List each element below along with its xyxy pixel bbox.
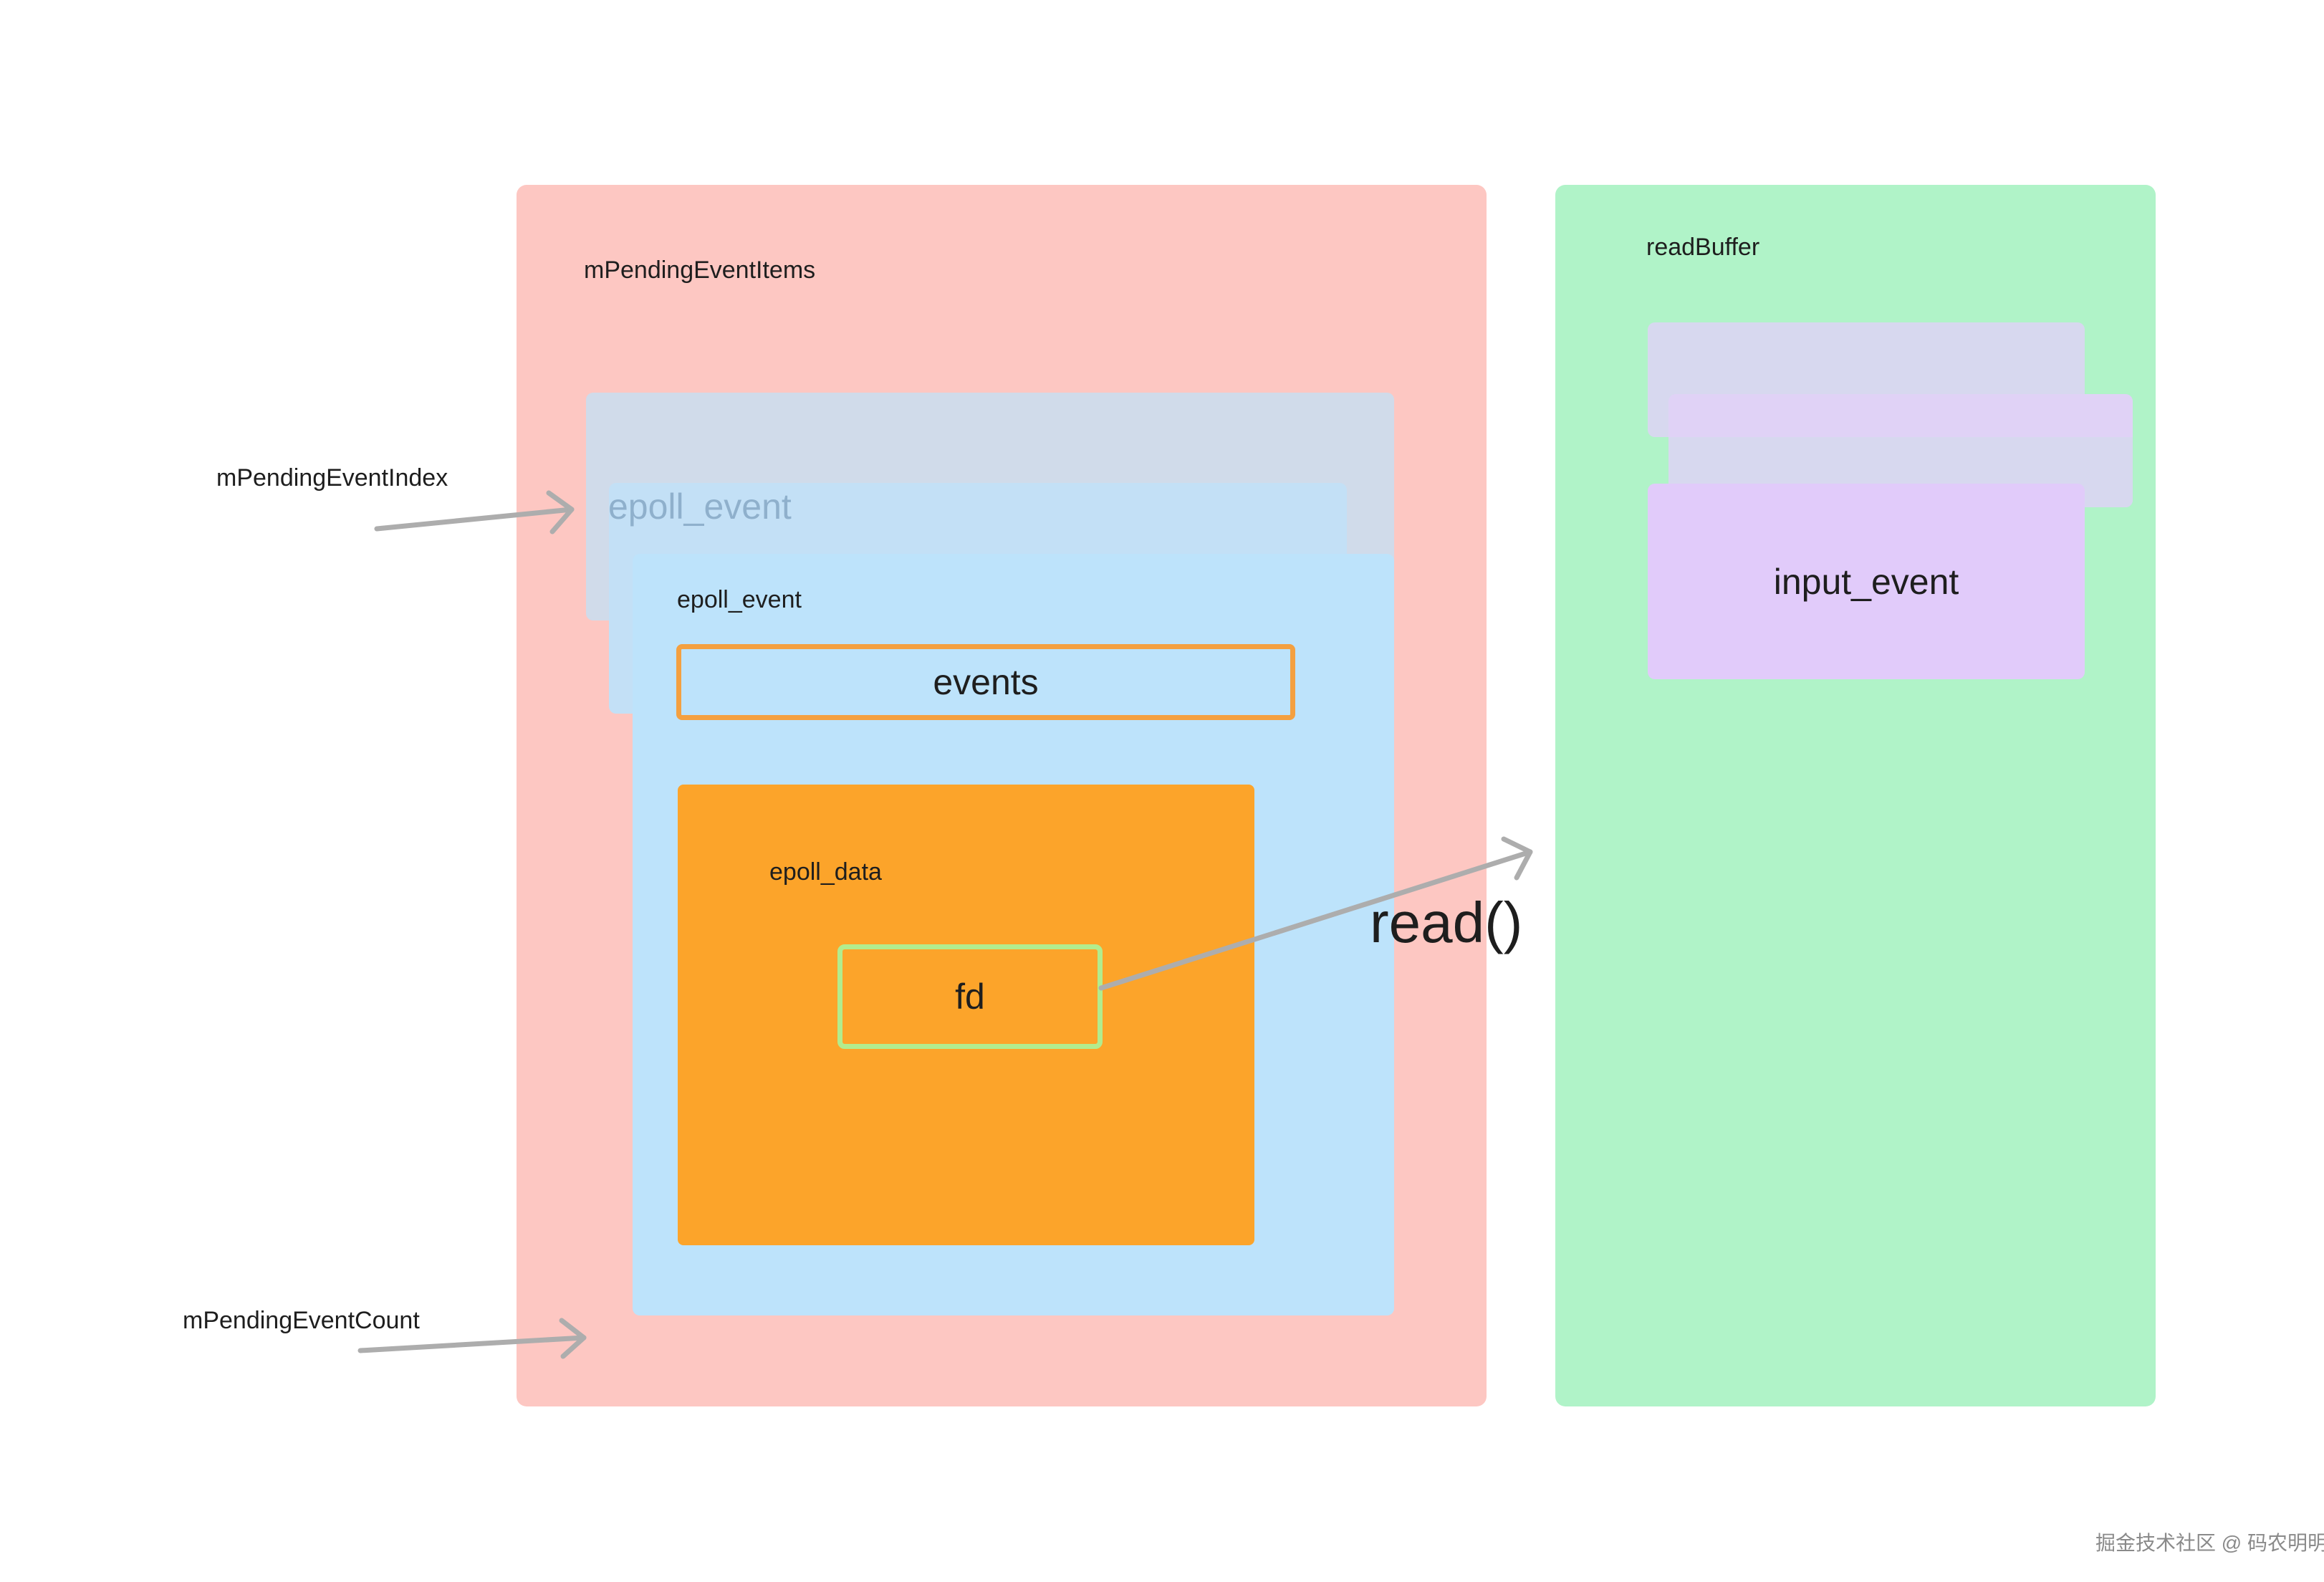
pending-event-items-label: mPendingEventItems	[584, 257, 816, 284]
read-call-label: read()	[1370, 891, 1523, 954]
fd-label: fd	[955, 977, 985, 1017]
watermark: 掘金技术社区 @ 码农明明	[2095, 1532, 2324, 1554]
fd-field: fd	[837, 944, 1103, 1049]
pending-event-count-label: mPendingEventCount	[183, 1307, 420, 1334]
read-buffer-label: readBuffer	[1646, 234, 1760, 261]
epoll-event-faded-label: epoll_event	[608, 486, 792, 527]
input-event-card: input_event	[1648, 484, 2085, 679]
events-label: events	[933, 662, 1039, 702]
pending-event-index-label: mPendingEventIndex	[216, 464, 448, 492]
input-event-label: input_event	[1773, 561, 1959, 602]
epoll-event-label: epoll_event	[677, 586, 802, 613]
events-field: events	[676, 644, 1295, 720]
epoll-data-label: epoll_data	[769, 858, 882, 886]
